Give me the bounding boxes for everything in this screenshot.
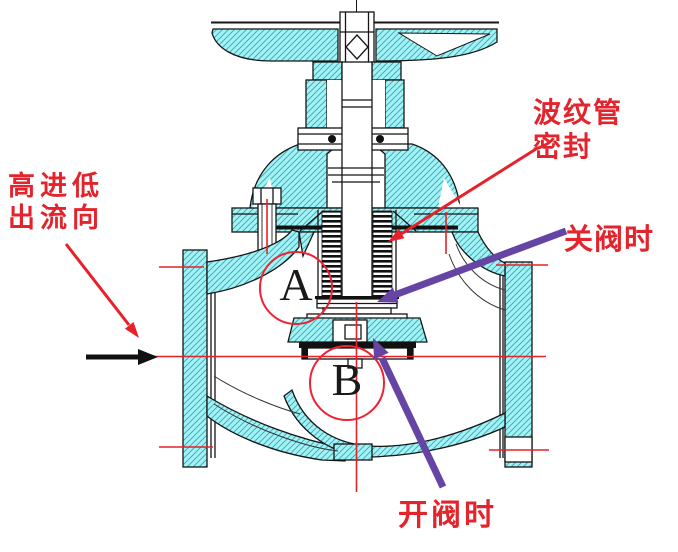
valve-closed-label: 关阀时: [564, 224, 655, 256]
bellows-seal-line1: 波纹管: [533, 97, 624, 128]
valve-closed-arrow: [377, 227, 568, 303]
disc-assembly: [287, 317, 428, 369]
gland-bolt-right: [376, 135, 384, 143]
region-a-circle: [259, 251, 333, 325]
gland-bolt-left: [328, 135, 336, 143]
flow-direction-line1: 高进低: [8, 171, 104, 201]
valve-open-label: 开阀时: [398, 499, 497, 532]
flow-direction-label: 高进低 出流向: [8, 170, 104, 234]
bellows-seal-label: 波纹管 密封: [533, 96, 623, 164]
flow-note-arrow: [64, 243, 139, 338]
bellows-seal-arrow: [388, 147, 537, 242]
outlet-flange: [504, 261, 533, 468]
valve-open-arrow: [373, 338, 447, 489]
bellows-seal-line2: 密封: [533, 131, 594, 162]
flow-arrow: [86, 349, 158, 365]
valve-stem: [328, 61, 384, 303]
stem-nut-diamond: [345, 34, 369, 60]
disc-guide-tab: [347, 358, 363, 369]
handwheel-spoke: [397, 32, 491, 57]
centerlines: [153, 199, 549, 492]
region-b-marker: B: [331, 354, 363, 405]
drain-boss: [333, 443, 373, 461]
flow-direction-line2: 出流向: [8, 203, 104, 233]
region-b-circle: [309, 345, 385, 421]
inlet-flange: [182, 249, 208, 468]
region-a-marker: A: [279, 259, 313, 310]
